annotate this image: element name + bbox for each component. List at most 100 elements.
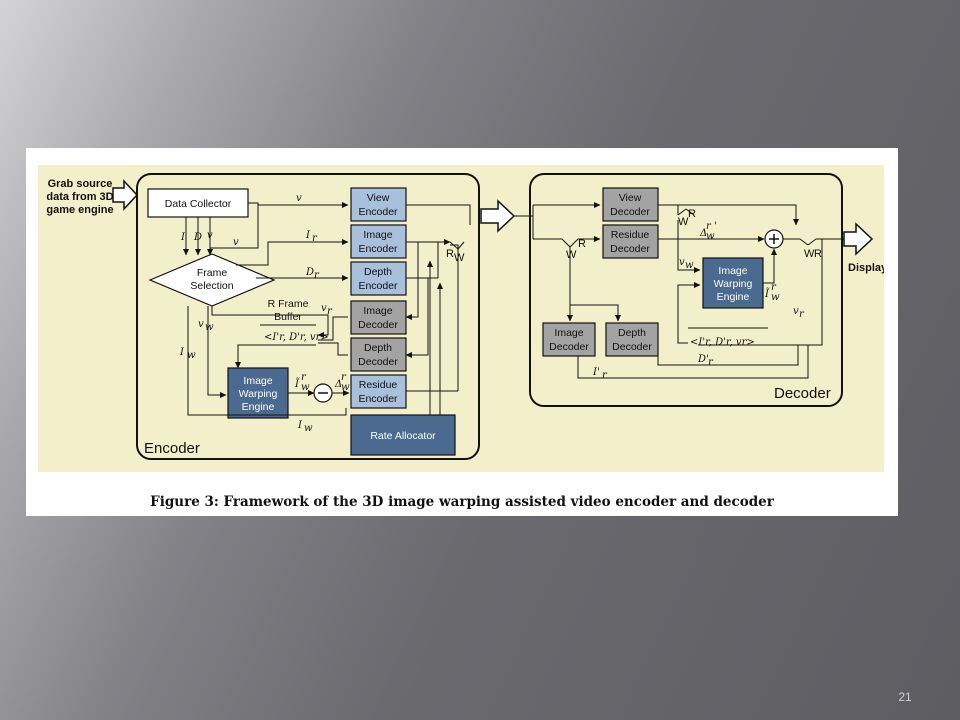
svg-text:data from 3D: data from 3D [46, 191, 113, 203]
dec-signal-itilde: Ĩ [764, 288, 770, 300]
dec-signal-Ir-prime: I' [592, 367, 600, 378]
enc-signal-Ir-sub: r [312, 233, 318, 244]
svg-text:Engine: Engine [717, 291, 750, 303]
svg-text:R: R [446, 248, 454, 260]
enc-switch: R W [446, 241, 465, 264]
svg-text:Residue: Residue [359, 379, 398, 391]
view-encoder-block: View Encoder [350, 187, 407, 222]
depth-encoder-block: Depth Encoder [350, 261, 407, 296]
svg-text:Decoder: Decoder [358, 356, 398, 368]
enc-signal-Iw-sub: w [187, 350, 196, 361]
svg-text:Decoder: Decoder [358, 319, 398, 331]
svg-text:game engine: game engine [46, 204, 113, 216]
dec-signal-delta-sub: w [706, 231, 715, 242]
enc-signal-Dr-sub: r [314, 270, 320, 281]
source-label: Grab source data from 3D game engine [46, 178, 113, 216]
enc-signal-Iw-bot: I [297, 420, 303, 431]
enc-signal-vw: v [198, 319, 204, 330]
dec-warping-engine-block: Image Warping Engine [702, 257, 764, 309]
svg-text:W: W [566, 249, 577, 261]
view-decoder-block: View Decoder [602, 187, 659, 222]
enc-signal-delta-sub: w [341, 382, 350, 393]
svg-text:Depth: Depth [364, 342, 392, 354]
figure-caption: Figure 3: Framework of the 3D image warp… [150, 494, 774, 510]
svg-text:Encoder: Encoder [358, 243, 398, 255]
residue-decoder-block: Residue Decoder [602, 224, 659, 259]
decoder-container [529, 173, 843, 407]
svg-text:Image: Image [243, 375, 272, 387]
enc-signal-delta: Δ [334, 379, 342, 390]
svg-text:R: R [814, 248, 822, 260]
enc-signal-v-top: v [296, 193, 302, 204]
slide-number: 21 [898, 690, 912, 704]
image-encoder-block: Image Encoder [350, 224, 407, 259]
diagram-area: Grab source data from 3D game engine Enc… [38, 165, 888, 472]
frame-selection-label-1: Frame [197, 267, 227, 279]
svg-text:Grab source: Grab source [48, 178, 113, 190]
svg-text:View: View [367, 192, 390, 204]
dec-signal-itilde-sub: w [771, 292, 780, 303]
enc-signal-Iw: I [179, 347, 185, 358]
enc-signal-delta-sup: r [341, 372, 347, 383]
svg-text:Decoder: Decoder [612, 341, 652, 353]
dec-image-decoder-block: Image Decoder [542, 322, 596, 357]
svg-text:Rate Allocator: Rate Allocator [370, 430, 436, 442]
svg-text:Decoder: Decoder [549, 341, 589, 353]
dec-signal-itilde-sup: r [771, 282, 777, 293]
dec-signal-Ir-prime-sub: r [602, 370, 608, 381]
dec-tuple-label: <I'r, D'r, vr> [690, 337, 755, 348]
dec-signal-vw: v [679, 257, 685, 268]
svg-text:Encoder: Encoder [358, 280, 398, 292]
svg-text:Depth: Depth [364, 266, 392, 278]
enc-signal-Dr: D [305, 267, 314, 278]
svg-text:Warping: Warping [239, 388, 278, 400]
dec-signal-vr-sub: r [799, 309, 805, 320]
enc-signal-Ir: I [305, 230, 311, 241]
encoder-title: Encoder [144, 440, 200, 457]
enc-signal-itilde-sub: w [301, 382, 310, 393]
dec-signal-vw-sub: w [685, 260, 694, 271]
enc-tuple-label: <I'r, D'r, vr> [264, 332, 329, 343]
figure-panel: Grab source data from 3D game engine Enc… [26, 148, 898, 516]
svg-text:W: W [454, 252, 465, 264]
dec-switch-top: R W [677, 208, 696, 228]
display-output-arrow [843, 222, 874, 256]
decoder-title: Decoder [774, 385, 831, 402]
enc-signal-vw-sub: w [205, 322, 214, 333]
svg-text:R: R [578, 238, 586, 250]
enc-image-decoder-block: Image Decoder [350, 300, 407, 335]
dec-signal-vr: v [793, 306, 799, 317]
dec-signal-delta: Δ [699, 228, 707, 239]
enc-signal-vr: v [321, 303, 327, 314]
dec-depth-decoder-block: Depth Decoder [605, 322, 659, 357]
source-input-arrow [112, 179, 139, 211]
rframe-buffer-label-2: Buffer [274, 311, 302, 323]
dec-switch-left: R W [561, 238, 586, 261]
svg-text:Depth: Depth [618, 327, 646, 339]
svg-text:Engine: Engine [242, 401, 275, 413]
dec-signal-delta-sup: r ' [706, 221, 717, 232]
signal-I: I [180, 232, 186, 243]
svg-text:Encoder: Encoder [358, 206, 398, 218]
enc-signal-v-mid: v [233, 237, 239, 248]
svg-text:Residue: Residue [611, 229, 650, 241]
svg-text:Decoder: Decoder [610, 243, 650, 255]
svg-text:Image: Image [718, 265, 747, 277]
dec-switch-right: W R [799, 238, 822, 260]
rframe-buffer-label-1: R Frame [268, 298, 309, 310]
framework-diagram: Grab source data from 3D game engine Enc… [46, 173, 888, 460]
encoder-container [136, 173, 480, 460]
dec-signal-Dr-prime-sub: r [708, 357, 714, 368]
svg-text:W: W [678, 216, 689, 228]
enc-warping-engine-block: Image Warping Engine [227, 367, 289, 419]
svg-text:R: R [688, 208, 696, 220]
residue-encoder-block: Residue Encoder [350, 374, 407, 409]
svg-text:Image: Image [554, 327, 583, 339]
display-label: Display [848, 262, 884, 274]
enc-signal-vr-sub: r [327, 306, 333, 317]
svg-text:Decoder: Decoder [610, 206, 650, 218]
enc-signal-itilde-sup: r [301, 372, 307, 383]
dec-signal-Dr-prime: D' [697, 354, 709, 365]
frame-selection-label-2: Selection [190, 280, 233, 292]
svg-text:Warping: Warping [714, 278, 753, 290]
